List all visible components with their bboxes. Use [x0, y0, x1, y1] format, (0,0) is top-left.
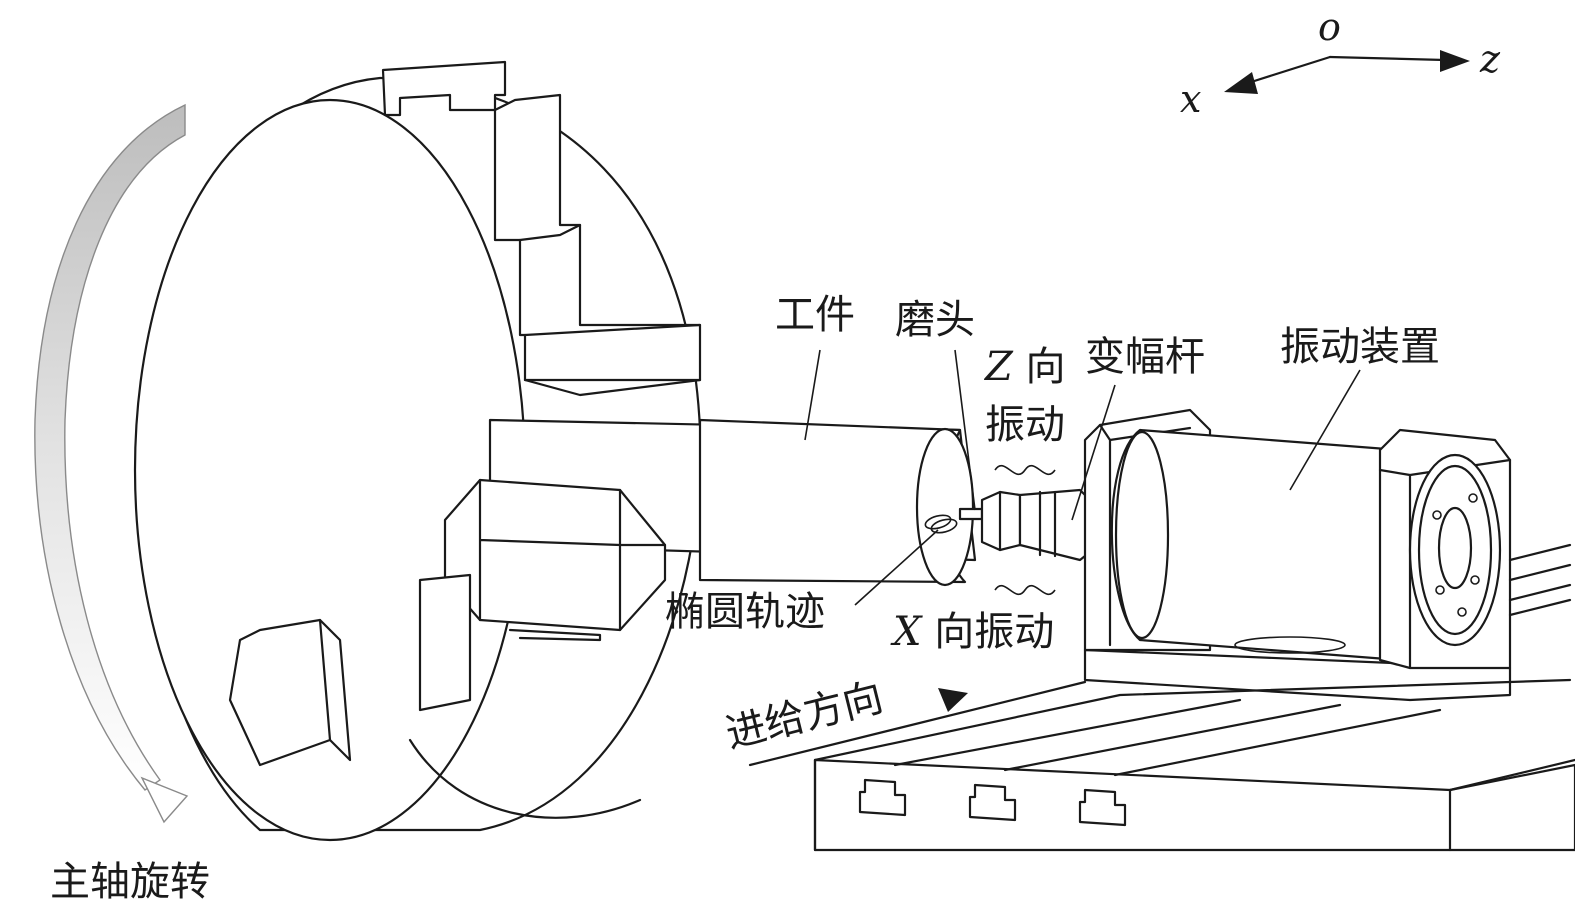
feed-direction-arrow-icon: [938, 688, 968, 712]
grinding-assembly: [958, 464, 1092, 596]
axis-z-label: z: [1479, 37, 1501, 81]
workpiece: [698, 418, 975, 587]
rotation-arrow-body: [34, 103, 186, 791]
label-grinding-head: 磨头: [895, 297, 975, 343]
label-z-vibration: Z 向: [983, 344, 1066, 390]
t-slot-2: [968, 783, 1017, 822]
t-slot-1: [858, 778, 907, 817]
label-z-vibration-suffix: 向: [1013, 344, 1066, 390]
z-axis-line: [1328, 55, 1447, 62]
leader-horn: [1071, 384, 1116, 521]
top-jaw-slot: [381, 60, 507, 117]
label-vibration-device: 振动装置: [1280, 324, 1440, 370]
table-top: [813, 758, 1575, 852]
lower-jaw-step: [418, 573, 472, 712]
x-axis-line: [1246, 55, 1332, 85]
z-vibration-wave-icon: [994, 464, 1056, 476]
x-axis-arrow-icon: [1224, 72, 1258, 94]
grinding-head: [958, 507, 984, 521]
leader-ellipse-path: [854, 529, 939, 606]
x-vibration-wave-icon: [994, 584, 1056, 596]
label-horn: 变幅杆: [1085, 334, 1205, 380]
label-spindle-rotation: 主轴旋转: [50, 859, 210, 905]
flange-bore: [1437, 506, 1473, 590]
axis-origin-label: o: [1318, 5, 1341, 49]
machine-table: [748, 678, 1575, 852]
leader-grinding-head: [954, 349, 976, 511]
label-x-vibration: X 向振动: [890, 609, 1054, 655]
label-z-vibration-line2: 振动: [985, 402, 1065, 448]
label-x-vibration-axis: X: [890, 609, 923, 655]
coordinate-axes: o z x: [1180, 5, 1501, 121]
spindle-rotation-arrow: [34, 103, 189, 824]
workpiece-end-face: [915, 427, 975, 587]
rotation-arrow-head-icon: [140, 776, 189, 824]
leader-vibration-device: [1289, 369, 1361, 491]
vibration-device: [1083, 408, 1572, 702]
label-workpiece: 工件: [775, 292, 855, 338]
t-slot-3: [1078, 788, 1127, 827]
label-feed-direction: 进给方向: [721, 674, 887, 757]
top-jaw-block: [493, 93, 702, 382]
ellipse-path-loop-2: [930, 518, 958, 534]
z-axis-arrow-icon: [1440, 50, 1470, 72]
leader-workpiece: [804, 349, 821, 441]
labels: 工件 磨头 Z 向 振动 变幅杆 振动装置 椭圆轨迹 X 向振动 进给方向 主轴…: [50, 292, 1440, 905]
axis-x-label: x: [1180, 77, 1201, 121]
label-x-vibration-suffix: 向振动: [921, 609, 1054, 655]
label-ellipse-path: 椭圆轨迹: [665, 589, 825, 635]
label-z-vibration-axis: Z: [983, 344, 1014, 390]
leader-lines: [804, 349, 1361, 606]
device-cylinder: [1110, 428, 1402, 662]
